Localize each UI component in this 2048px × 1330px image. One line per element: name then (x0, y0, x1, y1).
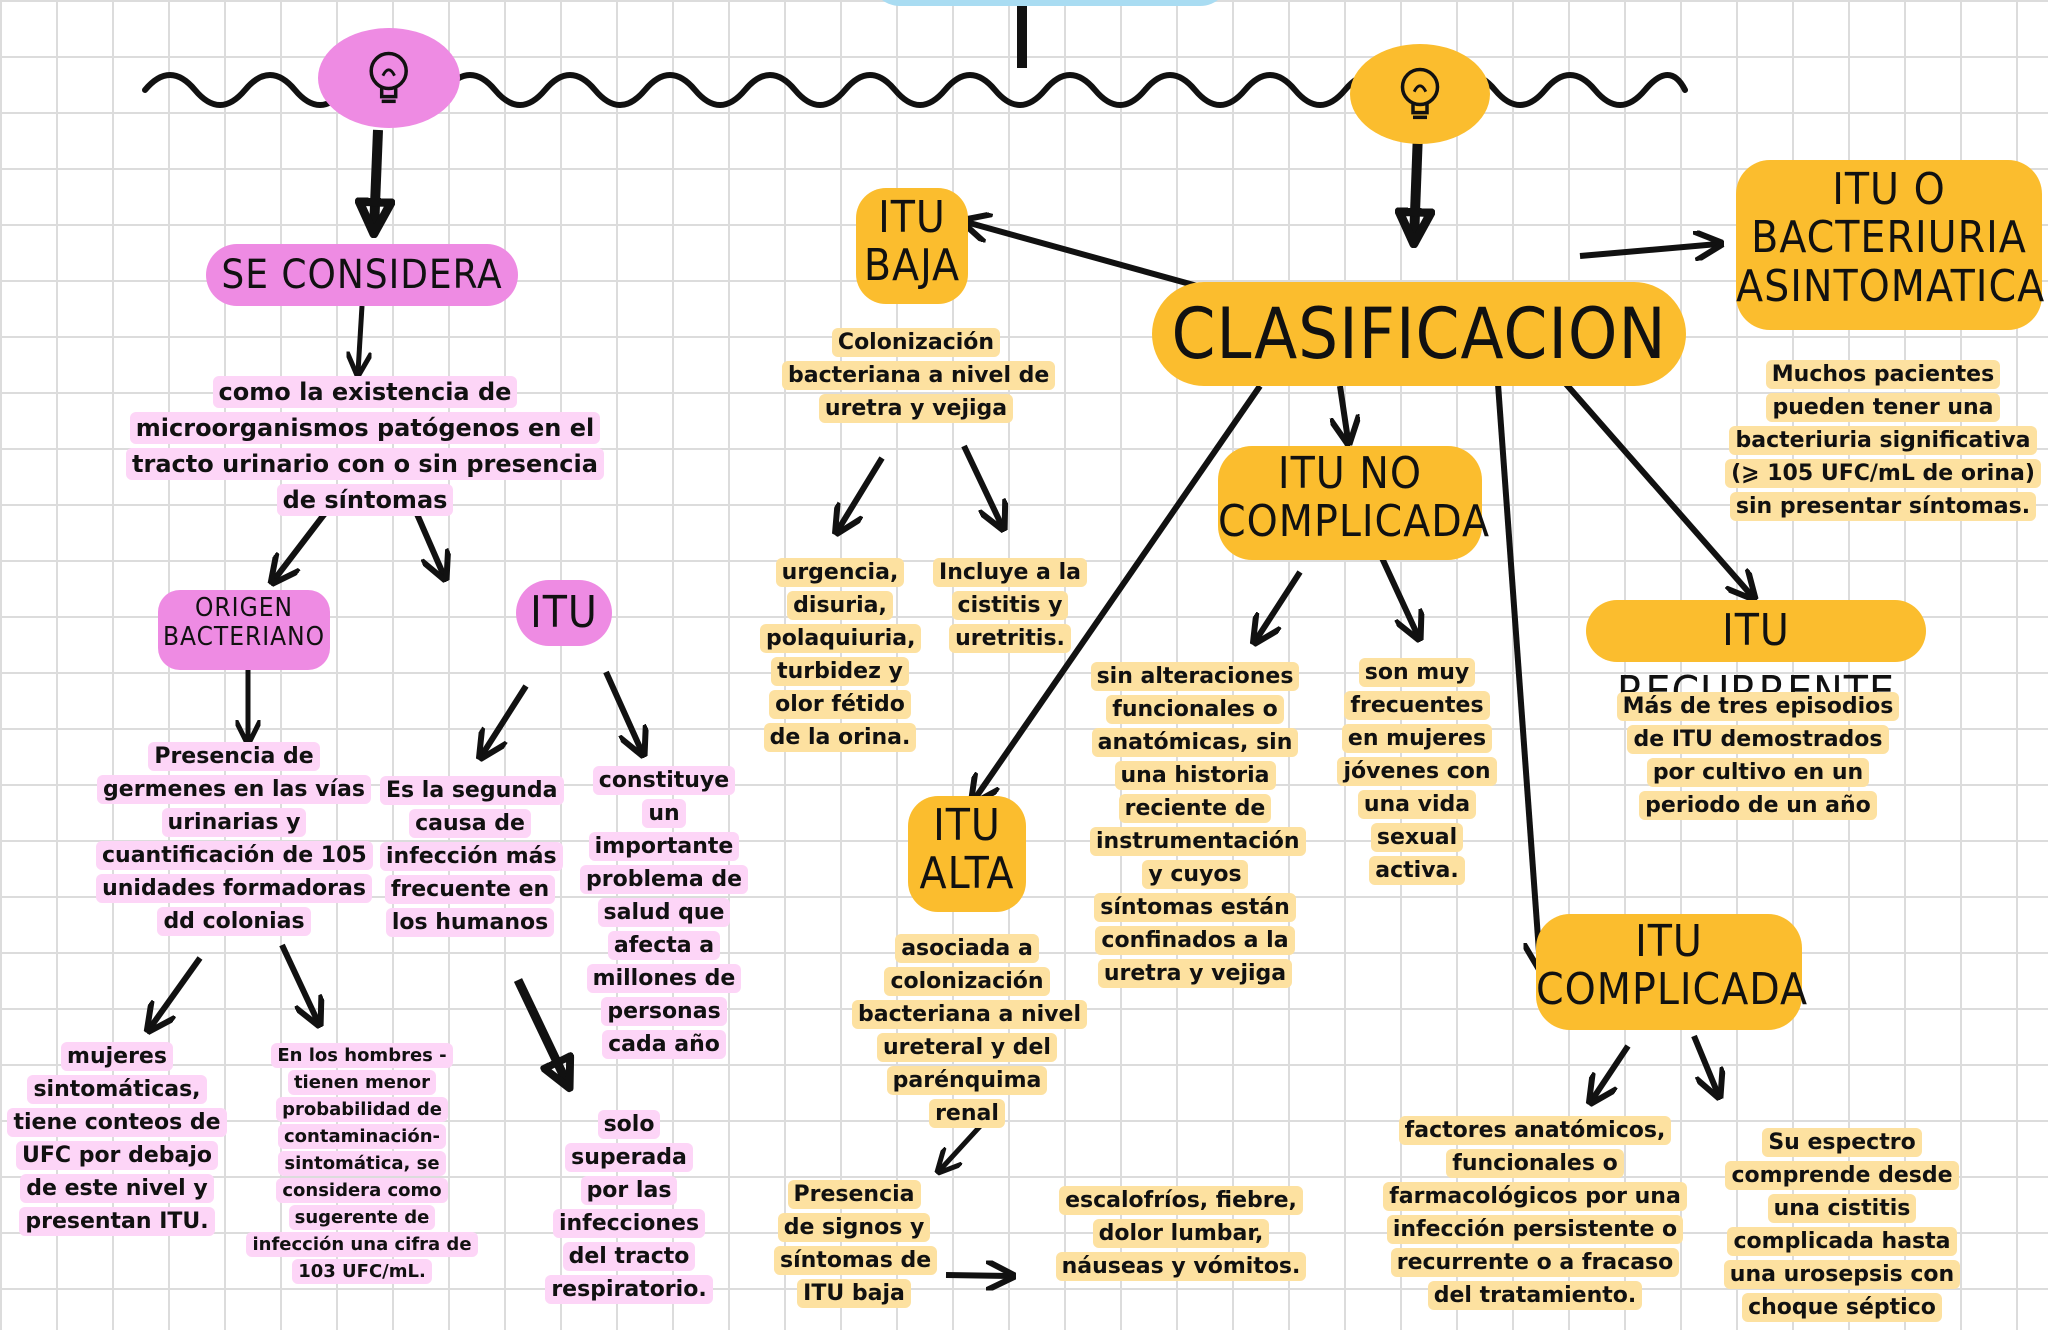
clasificacion-title: CLASIFICACION (1152, 282, 1686, 386)
lightbulb-icon (369, 51, 409, 104)
espectro-text: Su espectro comprende desde una cistitis… (1706, 1126, 1978, 1324)
itu-alta-desc: asociada a colonización bacteriana a niv… (852, 932, 1087, 1130)
se-considera-title: SE CONSIDERA (206, 244, 518, 306)
asintomatica-desc: Muchos pacientes pueden tener una bacter… (1720, 358, 2046, 523)
presencia-germenes-text: Presencia de germenes en las vías urinar… (96, 740, 373, 938)
recurrente-desc: Más de tres episodios de ITU demostrados… (1608, 690, 1908, 822)
urgencia-text: urgencia, disuria, polaquiuria, turbidez… (760, 556, 922, 754)
top-title-box (870, 0, 1230, 6)
itu-baja-title: ITU BAJA (856, 188, 968, 304)
origen-bacteriano-title: ORIGEN BACTERIANO (158, 590, 330, 670)
sin-alteraciones-text: sin alteraciones funcionales o anatómica… (1090, 660, 1306, 990)
hombres-text: En los hombres -tienen menor probabilida… (246, 1042, 478, 1285)
superada-text: solo superada por las infecciones del tr… (544, 1108, 714, 1306)
son-muy-text: son muy frecuentes en mujeres jóvenes co… (1332, 656, 1502, 887)
factores-text: factores anatómicos, funcionales o farma… (1380, 1114, 1690, 1312)
lightbulb-icon-yellow (1350, 44, 1490, 144)
lightbulb-icon-pink (318, 28, 460, 128)
itu-recurrente-title: ITU RECURRENTE (1586, 600, 1926, 718)
escalofrios-text: escalofríos, fiebre, dolor lumbar, náuse… (1050, 1184, 1312, 1283)
mujeres-text: mujeres sintomáticas, tiene conteos de U… (6, 1040, 228, 1238)
itu-baja-desc: Colonización bacteriana a nivel de uretr… (782, 326, 1056, 425)
itu-complicada-title: ITU COMPLICADA (1536, 914, 1807, 1030)
lightbulb-icon (1400, 67, 1440, 120)
incluye-text: Incluye a la cistitis y uretritis. (930, 556, 1090, 655)
itu-no-complicada-title: ITU NO COMPLICADA (1218, 446, 1489, 560)
itu-alta-title: ITU ALTA (908, 796, 1026, 912)
itu-asintomatica-title: ITU O BACTERIURIA ASINTOMATICA (1736, 160, 2044, 330)
itu-title-left: ITU (516, 580, 612, 646)
presencia-signos-text: Presencia de signos y síntomas de ITU ba… (774, 1178, 938, 1310)
problema-salud-text: constituye un importante problema de sal… (578, 764, 750, 1061)
segunda-causa-text: Es la segunda causa de infección más fre… (380, 774, 564, 939)
definicion-text: como la existencia de microorganismos pa… (110, 374, 620, 518)
